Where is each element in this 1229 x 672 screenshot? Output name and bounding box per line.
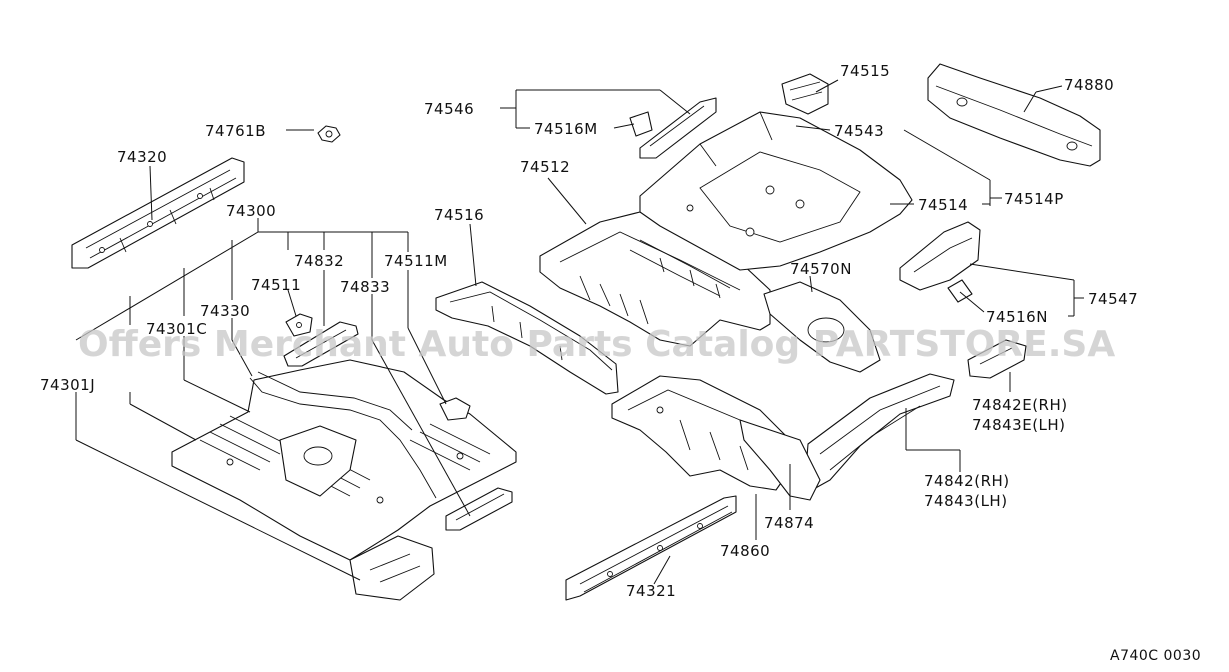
member-74833-part — [445, 487, 513, 531]
callout-74516: 74516 — [434, 206, 484, 224]
bracket-74547-part — [899, 221, 981, 303]
front-floor-74300-part — [171, 359, 517, 601]
callout-74860: 74860 — [720, 542, 770, 560]
callout-74833: 74833 — [340, 278, 390, 296]
callout-74832: 74832 — [294, 252, 344, 270]
rear-panel-74880-part — [927, 63, 1101, 167]
callout-74516m: 74516M — [534, 120, 598, 138]
callout-74511m: 74511M — [384, 252, 448, 270]
callout-74300: 74300 — [226, 202, 276, 220]
callout-74301c: 74301C — [146, 320, 207, 338]
callout-74511: 74511 — [251, 276, 301, 294]
callout-74842: 74842(RH) — [924, 472, 1010, 490]
rear-floor-rear-74543-part — [639, 111, 913, 271]
callout-74546: 74546 — [424, 100, 474, 118]
bracket-74570n-part — [763, 281, 881, 373]
callout-74301j: 74301J — [40, 376, 95, 394]
reinforcement-74832-part — [283, 321, 359, 367]
callout-74843: 74843(LH) — [924, 492, 1008, 510]
member-74511m-part — [439, 397, 471, 421]
callout-74320: 74320 — [117, 148, 167, 166]
callout-74321: 74321 — [626, 582, 676, 600]
callout-74874: 74874 — [764, 514, 814, 532]
callout-74761b: 74761B — [205, 122, 266, 140]
leader-lines — [75, 79, 1084, 585]
callout-labels: 74761B 74320 74300 74832 74511M 74511 74… — [40, 62, 1138, 600]
callout-74843e: 74843E(LH) — [972, 416, 1066, 434]
front-rail-74320-part — [71, 157, 245, 269]
member-74842e-part — [967, 339, 1027, 379]
callout-74842e: 74842E(RH) — [972, 396, 1068, 414]
diagram-code: A740C 0030 — [1110, 648, 1201, 664]
callout-74880: 74880 — [1064, 76, 1114, 94]
callout-74515: 74515 — [840, 62, 890, 80]
bracket-74515-part — [781, 73, 829, 115]
cross-member-74516-part — [435, 281, 619, 395]
callout-74543: 74543 — [834, 122, 884, 140]
bracket-74511-part — [285, 313, 313, 337]
callout-74570n: 74570N — [790, 260, 852, 278]
support-74860-part — [739, 419, 821, 501]
bracket-74546-part — [629, 97, 717, 159]
watermark-text: Offers Merchant Auto Parts Catalog PARTS… — [78, 324, 1115, 365]
callout-74512: 74512 — [520, 158, 570, 176]
rear-rail-74321-part — [565, 495, 737, 601]
clip-74761b-part — [317, 125, 341, 143]
callout-74516n: 74516N — [986, 308, 1048, 326]
callout-74547: 74547 — [1088, 290, 1138, 308]
callout-74514: 74514 — [918, 196, 968, 214]
cross-member-74874-part — [611, 375, 791, 491]
callout-74330: 74330 — [200, 302, 250, 320]
callout-74514p: 74514P — [1004, 190, 1064, 208]
